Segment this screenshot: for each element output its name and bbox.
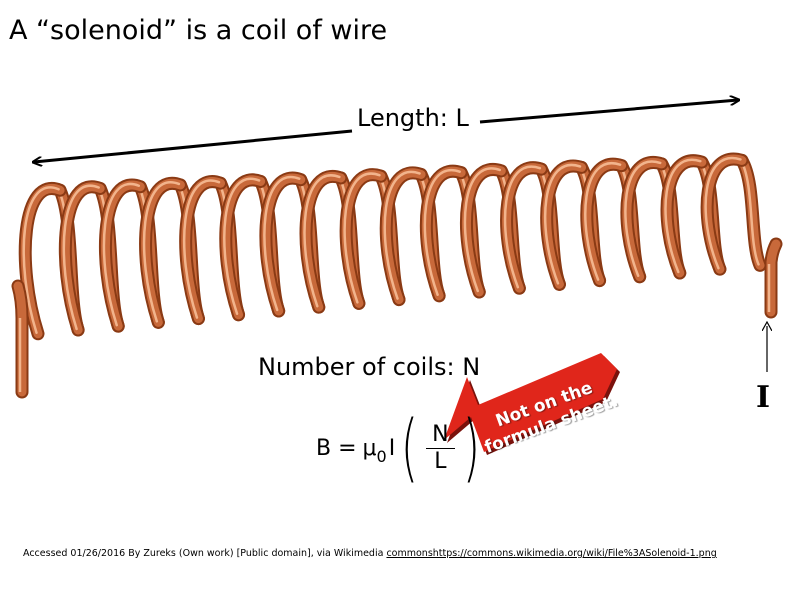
current-label: I xyxy=(756,380,771,415)
formula-denominator: L xyxy=(434,448,447,474)
coil-front-turn xyxy=(624,160,662,278)
coil-front-turn xyxy=(383,170,421,300)
coil-front-segments xyxy=(18,152,749,341)
length-arrow-right xyxy=(479,100,738,124)
coil-front-turn xyxy=(702,154,747,274)
coil-front-turn xyxy=(182,179,221,319)
coil-front-turn xyxy=(462,164,506,297)
slide-title: A “solenoid” is a coil of wire xyxy=(9,15,388,46)
coil-front-turn xyxy=(622,158,667,282)
coil-front-turn xyxy=(102,182,141,327)
coil-front-turn xyxy=(62,184,100,331)
coil-front-turn xyxy=(341,170,386,308)
coil-front-turn xyxy=(181,177,226,324)
solenoid-formula: B = μ 0 I ( N L ) xyxy=(316,408,485,488)
attribution-link[interactable]: commonshttps://commons.wikimedia.org/wik… xyxy=(386,548,717,559)
formula-mu: μ xyxy=(362,435,377,461)
formula-left-paren: ( xyxy=(400,405,419,491)
coil-front-turn xyxy=(303,174,341,308)
callout-arrow xyxy=(444,353,620,455)
coil-front-turn xyxy=(343,172,381,304)
formula-right-paren: ) xyxy=(462,405,480,491)
formula-lhs: B = xyxy=(316,435,357,461)
coil-front-turn xyxy=(543,163,582,285)
attribution: Accessed 01/26/2016 By Zureks (Own work)… xyxy=(23,548,717,560)
coil-front-turn xyxy=(662,156,707,278)
coil-front-turn xyxy=(301,171,346,312)
coil-front-turn xyxy=(463,167,502,293)
coil-front-turn xyxy=(263,175,301,312)
coil-front-turn xyxy=(60,182,105,335)
formula-fraction: N L xyxy=(426,422,455,475)
coil-front-turn xyxy=(423,168,461,297)
coil-front-turn xyxy=(502,163,546,293)
coil-front-turn xyxy=(584,161,622,281)
coils-label: Number of coils: N xyxy=(258,353,481,381)
coil-front-turn xyxy=(381,168,426,305)
attribution-text: Accessed 01/26/2016 By Zureks (Own work)… xyxy=(23,548,387,559)
coil-front-turn xyxy=(100,180,145,331)
coil-front-turn xyxy=(223,177,261,316)
left-lead-wire xyxy=(11,279,29,399)
coil-front-turn xyxy=(141,178,185,327)
coil-front-turn xyxy=(20,184,65,339)
coil-front-turn xyxy=(664,158,702,274)
coil-back-turn xyxy=(739,158,760,266)
coil-front-turn xyxy=(142,181,181,323)
coil-front-turn xyxy=(503,165,542,289)
formula-current: I xyxy=(388,435,396,461)
length-label: Length: L xyxy=(357,104,469,132)
length-arrow-left xyxy=(34,129,353,162)
formula-numerator: N xyxy=(426,422,455,449)
coil-front-turn xyxy=(261,173,306,316)
coil-front-turn xyxy=(582,159,627,286)
coil-front-turn xyxy=(542,161,587,289)
formula-mu-subscript: 0 xyxy=(376,446,387,466)
coil-front-turn xyxy=(704,156,742,270)
coil-front-turn xyxy=(22,186,60,335)
coil-front-turn xyxy=(221,175,266,320)
coil-front-turn xyxy=(421,166,466,301)
right-lead-wire xyxy=(764,237,783,319)
